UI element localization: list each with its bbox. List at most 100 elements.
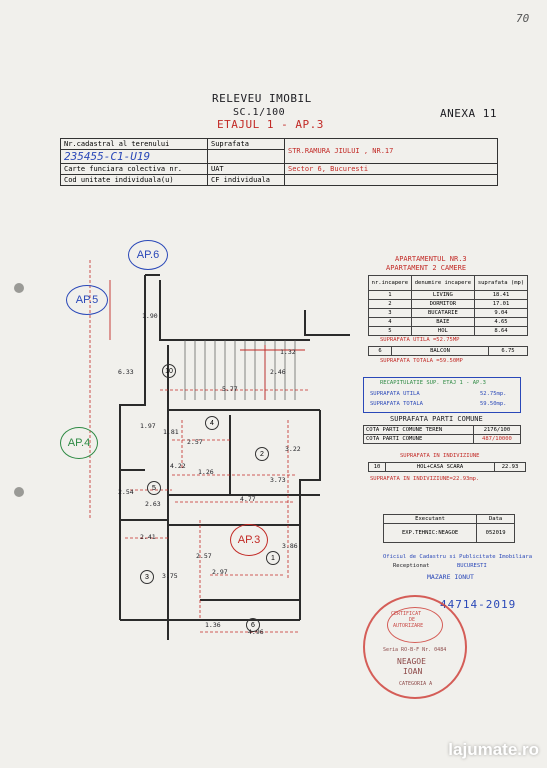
room-number: 10 — [162, 364, 176, 378]
cadastral-label: Nr.cadastral al terenului — [60, 138, 208, 150]
stamp-line: CERTIFICAT — [391, 611, 422, 617]
registration-number: 44714-2019 — [440, 598, 517, 611]
dimension-label: 1.81 — [163, 428, 179, 436]
cf-label: Carte funciara colectiva nr. — [60, 163, 208, 175]
dimension-label: 1.36 — [205, 621, 221, 629]
apartment-subtitle: APARTAMENT 2 CAMERE — [386, 264, 467, 272]
room-number: 4 — [205, 416, 219, 430]
binder-hole — [14, 487, 24, 497]
dimension-label: 3.75 — [162, 572, 178, 580]
cadastral-number: 235455-C1-U19 — [60, 149, 208, 164]
floor-label: ETAJUL 1 - AP.3 — [217, 118, 324, 131]
scale-label: SC.1/100 — [233, 107, 286, 118]
dimension-label: 5.77 — [222, 385, 238, 393]
column-header: suprafata (mp) — [473, 275, 529, 291]
dimension-label: 4.96 — [248, 628, 264, 636]
uat-value: Sector 6, Bucuresti — [284, 163, 498, 175]
stamp-line: DE — [409, 617, 416, 623]
dimension-label: 1.32 — [280, 348, 296, 356]
floor-plan — [89, 260, 350, 640]
executant-date: 052019 — [476, 523, 515, 543]
joint-total: SUPRAFATA IN INDIVIZIUNE=22.93mp. — [370, 476, 480, 482]
cf-individual-label: CF individuala — [207, 174, 285, 186]
surface-label: Suprafata — [207, 138, 285, 150]
recap-value: 59.50mp. — [480, 401, 507, 407]
recap-value: 52.75mp. — [480, 391, 507, 397]
ap5-marker: AP.5 — [66, 285, 108, 315]
rooms-table: nr.incapere denumire incapere suprafata … — [368, 275, 529, 336]
column-header: denumire incapere — [410, 275, 475, 291]
reception-label: Receptionat — [393, 563, 430, 569]
stamp-series: Seria RO-B-F Nr. 0484 — [383, 647, 447, 653]
stamp-category: CATEGORIA A — [399, 681, 433, 687]
dimension-label: 2.46 — [270, 368, 286, 376]
joint-title: SUPRAFATA IN INDIVIZIUNE — [400, 453, 480, 459]
stamp-line: AUTORIZARE — [393, 623, 424, 629]
executant-name: EXP.TEHNIC:NEAGOE — [382, 523, 478, 543]
authorization-stamp: CERTIFICAT DE AUTORIZARE Seria RO-B-F Nr… — [363, 595, 467, 699]
apartment-title: APARTAMENTUL NR.3 — [395, 255, 467, 263]
room-number: 2 — [255, 447, 269, 461]
binder-hole — [14, 283, 24, 293]
common-title: SUPRAFATA PARTI COMUNE — [390, 415, 483, 423]
document-title: RELEVEU IMOBIL — [212, 92, 312, 105]
date-label: Data — [476, 514, 515, 524]
stamp-name: NEAGOE — [397, 657, 426, 666]
dimension-label: 4.77 — [240, 495, 256, 503]
dimension-label: 2.63 — [145, 500, 161, 508]
dimension-label: 6.33 — [118, 368, 134, 376]
ocpi-name: Oficiul de Cadastru si Publicitate Imobi… — [383, 554, 533, 560]
dimension-label: 2.57 — [196, 552, 212, 560]
room-number: 5 — [147, 481, 161, 495]
stamp-name: IOAN — [403, 667, 423, 676]
dimension-label: 2.41 — [140, 533, 156, 541]
ocpi-city: BUCURESTI — [457, 563, 487, 569]
total-area: SUPRAFATA TOTALA =59.50MP — [380, 358, 463, 364]
ap3-marker: AP.3 — [230, 524, 268, 556]
dimension-label: 1.90 — [142, 312, 158, 320]
dimension-label: 2.57 — [187, 438, 203, 446]
page-number: 70 — [516, 12, 530, 25]
unit-code-label: Cod unitate individuala(u) — [60, 174, 208, 186]
dimension-label: 4.22 — [170, 462, 186, 470]
ap6-marker: AP.6 — [128, 240, 168, 270]
inspector-name: MAZARE IONUT — [427, 573, 474, 581]
recap-label: SUPRAFATA UTILA — [370, 391, 420, 397]
dimension-label: 1.26 — [198, 468, 214, 476]
dimension-label: 3.73 — [270, 476, 286, 484]
ap4-marker: AP.4 — [60, 427, 98, 459]
column-header: nr.incapere — [368, 275, 412, 291]
uat-label: UAT — [207, 163, 285, 175]
dimension-label: 2.54 — [118, 488, 134, 496]
room-number: 3 — [140, 570, 154, 584]
executant-label: Executant — [382, 514, 478, 524]
recap-title: RECAPITULATIE SUP. ETAJ 1 - AP.3 — [380, 380, 486, 386]
room-number: 6 — [246, 618, 260, 632]
dimension-label: 3.22 — [285, 445, 301, 453]
recap-label: SUPRAFATA TOTALA — [370, 401, 423, 407]
dimension-label: 3.86 — [282, 542, 298, 550]
dimension-label: 1.97 — [140, 422, 156, 430]
dimension-label: 2.97 — [212, 568, 228, 576]
useful-area: SUPRAFATA UTILA =52.75MP — [380, 337, 460, 343]
recap-box — [363, 377, 521, 413]
annex-label: ANEXA 11 — [440, 107, 497, 120]
address-value: STR.RAMURA JIULUI , NR.17 — [284, 138, 498, 164]
watermark-logo: lajumate.ro — [448, 740, 539, 759]
room-number: 1 — [266, 551, 280, 565]
header-table: Nr.cadastral al terenului Suprafata STR.… — [60, 138, 498, 186]
